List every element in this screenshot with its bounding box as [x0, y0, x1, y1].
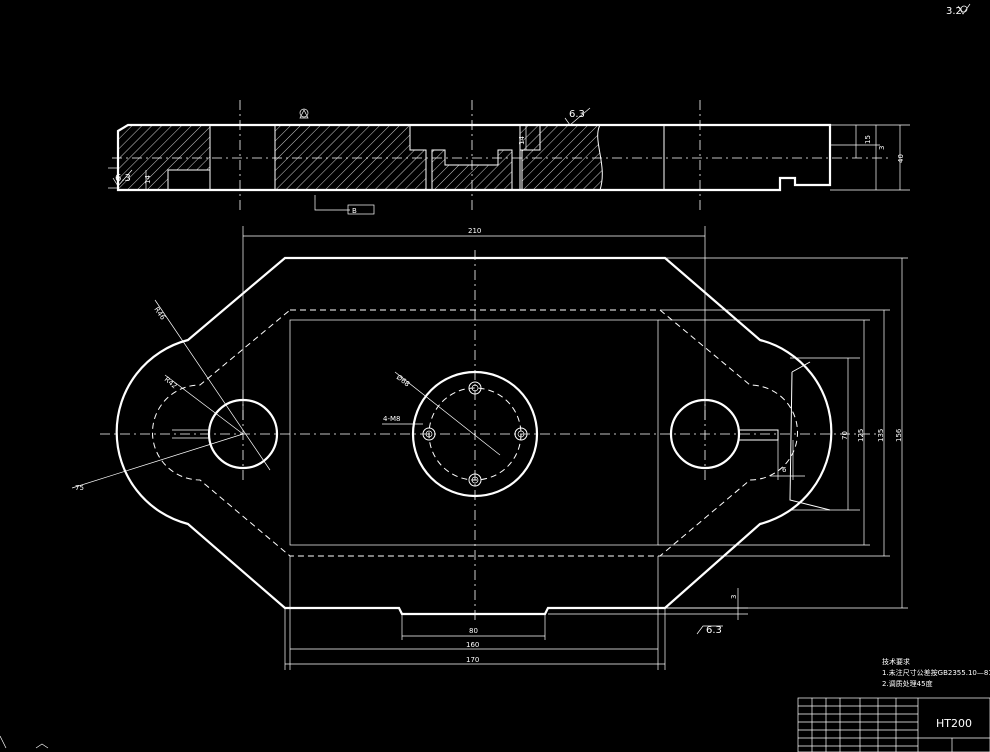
roughness-bottom: 6.3 [696, 625, 723, 636]
technical-notes: 技术要求 1.未注尺寸公差按GB2355.10—81 2.调质处理45度 [882, 657, 990, 688]
section-callout: B [314, 195, 375, 215]
dim-radius-outer: R46 [152, 306, 167, 322]
tapped-holes [422, 381, 528, 487]
title-block: HT200 [797, 697, 990, 752]
roughness-top: 6.3 [564, 107, 591, 126]
roughness-left: 6.3 [112, 169, 133, 187]
dim-right-156: 156 [895, 428, 903, 442]
dim-bottom-170: 170 [466, 656, 479, 664]
dim-step: 14 [144, 175, 152, 184]
dim-top-span: 210 [468, 227, 481, 235]
notes-title: 技术要求 [882, 657, 910, 666]
right-hole [669, 398, 741, 470]
dim-right-total: 40 [897, 154, 905, 163]
title-block-material: HT200 [936, 717, 972, 730]
dim-inner: 14 [518, 136, 526, 145]
notes-line2: 2.调质处理45度 [882, 679, 933, 688]
corner-mark-text: 3.2 [946, 6, 962, 17]
corner-roughness-mark: 3.2 [946, 3, 971, 17]
callout-label: B [352, 207, 357, 215]
roughness-bottom-text: 6.3 [706, 625, 722, 636]
dim-hole-callout: 4-M8 [383, 415, 400, 423]
dim-radius-inner: R42 [163, 375, 179, 390]
center-boss [411, 370, 539, 498]
section-view: 14 6.3 14 6.3 B 15 3 40 [108, 100, 910, 215]
dim-right-a: 15 [864, 135, 872, 144]
roughness-top-text: 6.3 [569, 109, 585, 120]
dim-bottom-80: 80 [469, 627, 478, 635]
dim-center-circle: Ø68 [395, 373, 411, 388]
dim-radius-bottom: 75 [75, 484, 84, 492]
dim-right-125: 125 [857, 429, 865, 442]
dim-right-135: 135 [877, 429, 885, 442]
left-hole [207, 398, 279, 470]
plan-view: 210 R46 R4 [71, 226, 908, 670]
dim-slot-width: 6 [782, 466, 787, 474]
roughness-left-text: 6.3 [115, 173, 131, 184]
dim-right-b: 3 [878, 146, 886, 150]
notes-line1: 1.未注尺寸公差按GB2355.10—81 [882, 668, 990, 677]
dim-bottom-160: 160 [466, 641, 479, 649]
dim-right-70: 70 [841, 431, 849, 440]
dim-bottom-recess: 3 [730, 595, 738, 599]
